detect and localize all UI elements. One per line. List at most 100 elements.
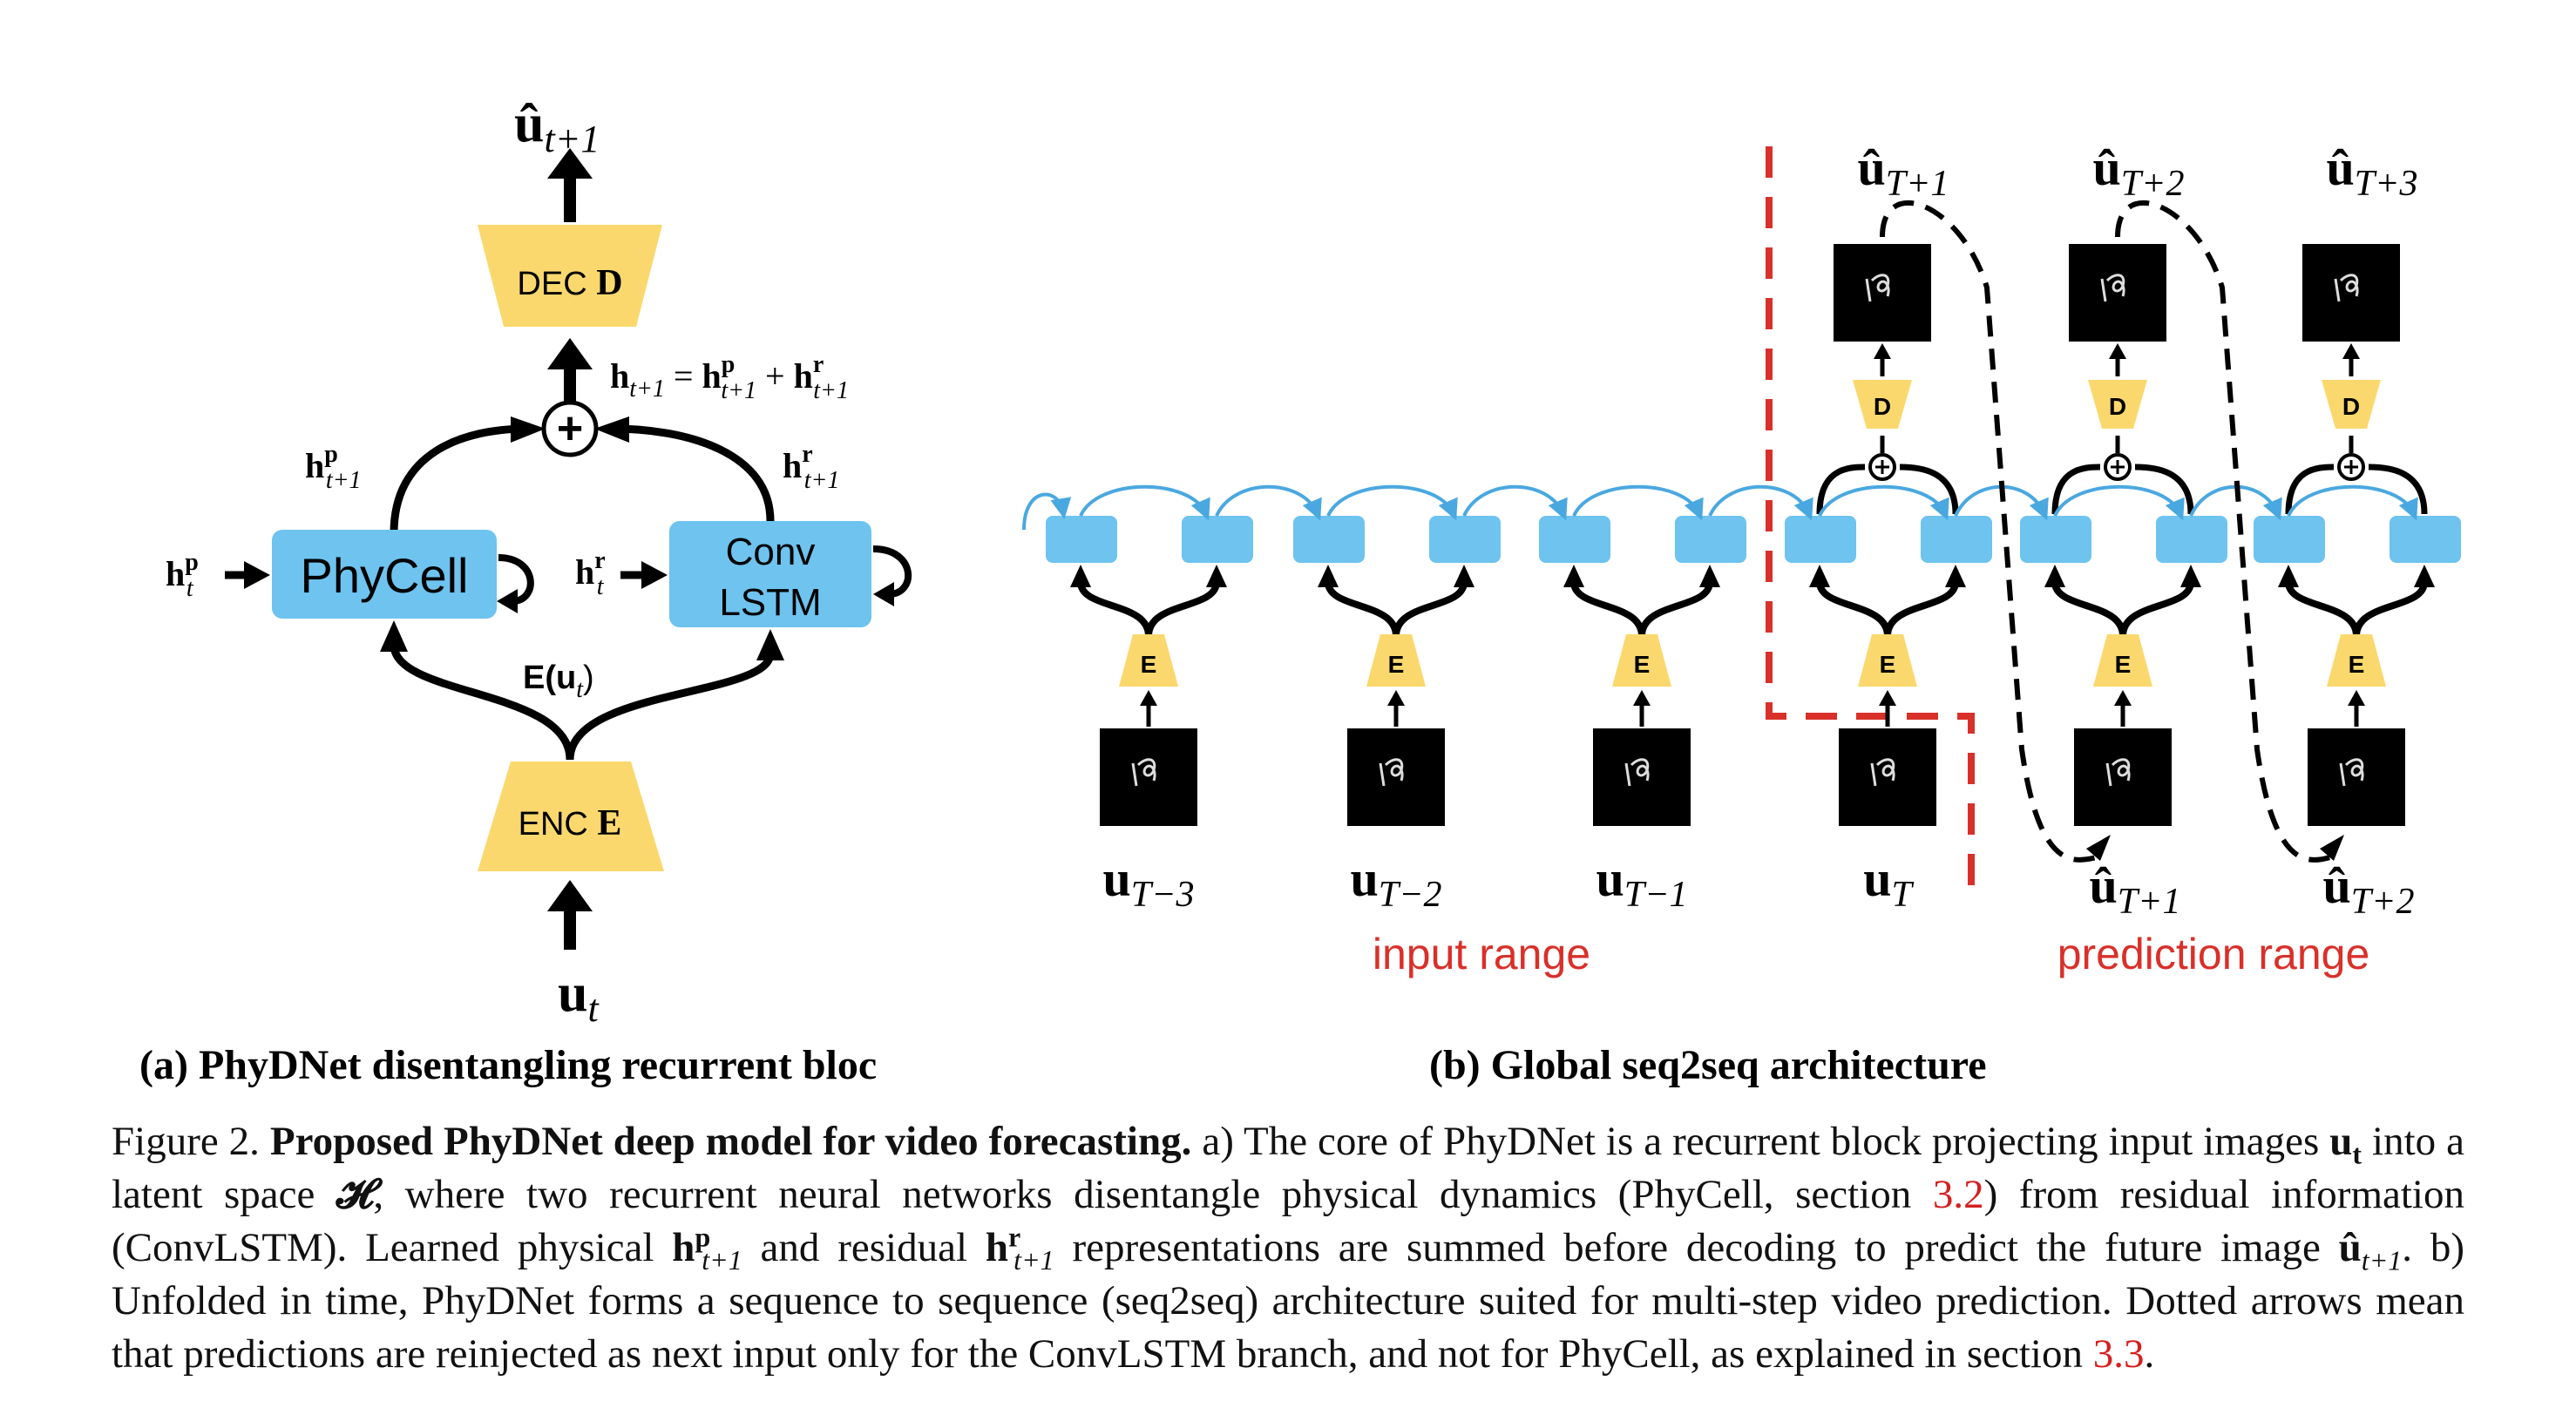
latent-cell-left [1539, 516, 1610, 563]
phycell-label: PhyCell [301, 548, 469, 603]
latent-cell-left [2254, 516, 2325, 563]
panel-b: input range prediction range EuT−3EuT−2E… [1022, 139, 2461, 1088]
caption-math-hp-base: h [672, 1225, 695, 1270]
reinjection-arrowhead [2320, 835, 2344, 861]
caption-text: . [2144, 1331, 2155, 1377]
cell-to-sum-arc [2134, 464, 2194, 515]
panel-b-timesteps: EuT−3EuT−2EuT−1EuTDûT+1EûT+1DûT+2EûT+2Dû… [1022, 139, 2461, 922]
input-range-boundary [1766, 146, 1975, 897]
convlstm-to-sum-arc [611, 424, 775, 522]
panel-b-title: (b) Global seq2seq architecture [1429, 1042, 1987, 1088]
sum-node-symbol [2344, 460, 2358, 474]
caption-math-hr-base: h [985, 1225, 1008, 1270]
latent-cell-right [1675, 516, 1746, 563]
latent-cell-right [1921, 516, 1992, 563]
input-frame-digit [1379, 758, 1404, 787]
encoder-to-cell-arc [1816, 581, 1891, 637]
input-range-label: input range [1373, 930, 1590, 978]
encoder-to-cell-arc [2285, 581, 2360, 637]
encoder-to-cell-arrowhead [2180, 565, 2201, 587]
encoder-to-phycell-arc [390, 644, 574, 761]
latent-cell-right [2156, 516, 2227, 563]
cell-to-sum-arc [1816, 464, 1866, 515]
encoder-to-convlstm-arrowhead [756, 629, 784, 660]
input-frame-digit [1131, 758, 1156, 787]
sum-node-symbol: + [557, 403, 583, 454]
panel-a-title: (a) PhyDNet disentangling recurrent bloc [139, 1042, 877, 1088]
recurrent-arrow [2053, 484, 2185, 521]
decoder-label: DEC D [517, 263, 622, 303]
latent-cell-right [1182, 516, 1253, 563]
decoder-label: D [2342, 393, 2360, 420]
input-frame-label: uT [1863, 850, 1914, 915]
input-frame-label: uT−1 [1596, 850, 1688, 915]
encoder-to-cell-arrowhead [2414, 565, 2435, 587]
input-frame [1100, 728, 1197, 826]
decoder-block [2322, 380, 2381, 429]
sum-node-symbol [1875, 460, 1889, 474]
encoder-to-cell-arc [1570, 581, 1645, 637]
latent-cell-right [2390, 516, 2461, 563]
recurrent-arrow [1708, 484, 1813, 521]
input-frame [2308, 728, 2405, 826]
caption-math-hr: hrt+1 [985, 1222, 1054, 1274]
encoder-to-cell-arrowhead [1070, 565, 1091, 587]
encoder-output-label: E(ut) [523, 660, 594, 703]
caption-section-link[interactable]: 3.3 [2092, 1331, 2145, 1377]
cell-to-sum-arc [2051, 464, 2101, 515]
phycell-to-sum-arc [390, 424, 529, 534]
input-frame [1593, 728, 1691, 826]
caption-bold-title: Proposed PhyDNet deep model for video fo… [269, 1119, 1192, 1164]
reinjection-arrowhead [2086, 835, 2111, 861]
recurrent-arrow [1818, 484, 1949, 521]
convlstm-label-line1: Conv [726, 531, 816, 573]
encoder-block [478, 762, 664, 871]
input-frame [2074, 728, 2172, 826]
input-frame-label: uT−3 [1103, 850, 1195, 915]
cell-to-sum-arc [2368, 464, 2428, 515]
encoder-to-cell-arc [2051, 581, 2126, 637]
input-frame-digit [2339, 758, 2364, 787]
encoder-to-cell-arrowhead [1563, 565, 1584, 587]
output-frame-digit [2334, 274, 2359, 302]
encoder-to-cell-arrowhead [1699, 565, 1720, 587]
caption-math-u-sub: t [2352, 1138, 2362, 1170]
output-frame-digit [1865, 274, 1890, 302]
recurrent-arrow [1462, 484, 1568, 521]
encoder-to-phycell-arrowhead [380, 620, 408, 652]
input-frame-digit [1870, 758, 1895, 787]
recurrent-arrow [1572, 484, 1704, 521]
encoder-to-cell-arrowhead [1206, 565, 1227, 587]
decoder-to-output-arrowhead [2109, 343, 2126, 359]
output-frame-label: ûT+2 [2093, 139, 2185, 204]
sum-to-decoder-arrowhead [547, 338, 593, 369]
caption-math-u: ut [2329, 1119, 2362, 1168]
caption-text: , where two recurrent neural networks di… [373, 1172, 1933, 1217]
phycell-self-loop [498, 554, 534, 605]
recurrent-arrow [2287, 484, 2418, 521]
caption-text: and residual [742, 1225, 986, 1270]
encoder-to-cell-arrowhead [1945, 565, 1966, 587]
latent-cell-right [1429, 516, 1501, 563]
decoder-to-output-arrowhead [2342, 343, 2360, 359]
encoder-block [2327, 634, 2386, 687]
phycell-self-loop-arrowhead [497, 589, 518, 613]
encoder-block [1119, 634, 1178, 687]
convlstm-self-loop-arrowhead [873, 582, 894, 606]
encoder-to-cell-arrowhead [1318, 565, 1339, 587]
decoder-label: D [2109, 393, 2126, 420]
encoder-label: E [2115, 651, 2132, 678]
input-frame [1347, 728, 1445, 826]
latent-cell-left [1293, 516, 1365, 563]
reinjection-dashed-arrow [2115, 200, 2331, 863]
encoder-label: E [1634, 651, 1651, 678]
caption-math-hr-sup: r [1007, 1221, 1021, 1253]
encoder-block [1858, 634, 1917, 687]
input-frame-digit [2105, 758, 2131, 787]
decoder-label: D [1874, 393, 1891, 420]
decoder-to-output-arrowhead [1874, 343, 1891, 359]
encoder-to-cell-arrowhead [1809, 565, 1830, 587]
frame-to-encoder-arrowhead [1633, 690, 1651, 706]
caption-section-link[interactable]: 3.2 [1932, 1172, 1984, 1217]
